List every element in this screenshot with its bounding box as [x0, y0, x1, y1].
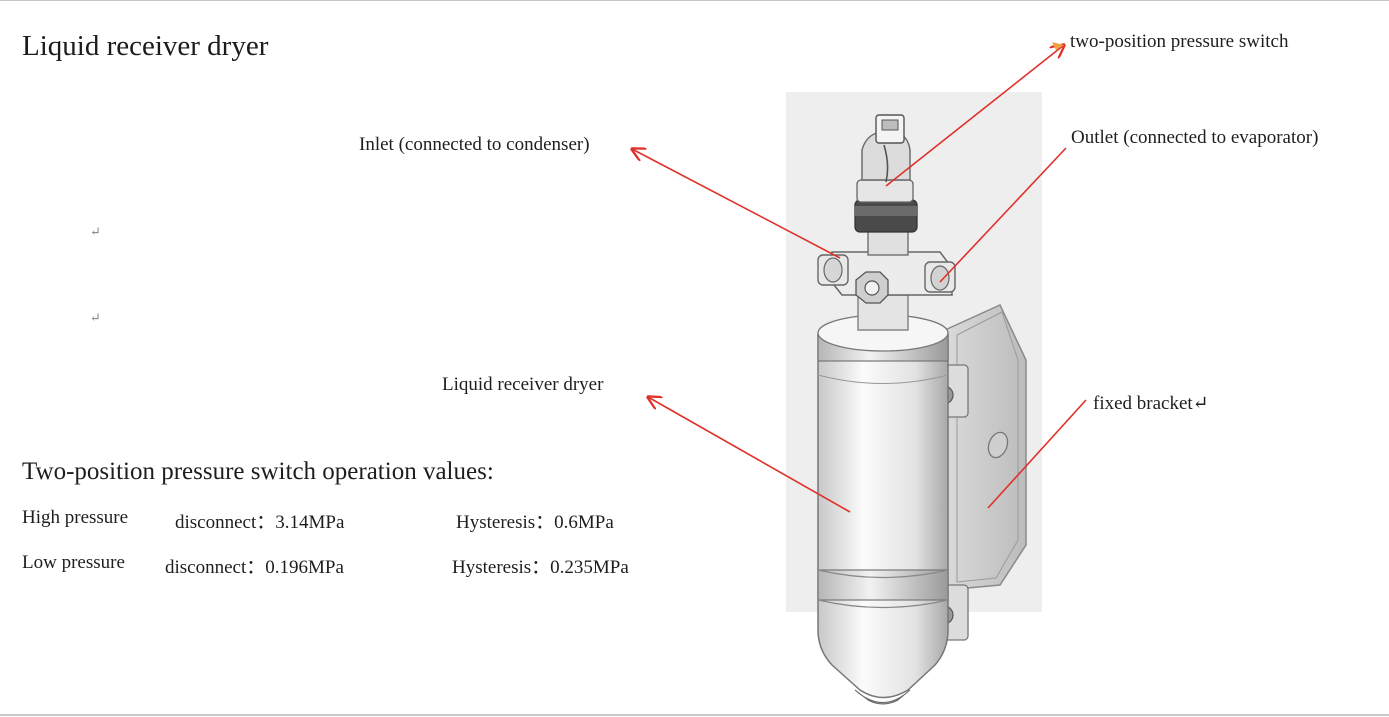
top-border	[0, 0, 1389, 1]
valve-block	[817, 251, 956, 331]
operation-values-heading: Two-position pressure switch operation v…	[22, 458, 494, 485]
callout-inlet: Inlet (connected to condenser)	[359, 134, 590, 155]
arrow-outlet	[939, 147, 1067, 283]
bottom-border	[0, 714, 1389, 716]
arrow-bracket	[987, 399, 1087, 509]
callout-receiver-dryer: Liquid receiver dryer	[442, 374, 604, 395]
low-pressure-hysteresis: Hysteresis：0.235MPa	[452, 557, 629, 578]
high-pressure-row: High pressure disconnect：3.14MPa Hystere…	[22, 507, 722, 533]
high-pressure-label: High pressure	[22, 507, 129, 528]
low-pressure-disconnect: disconnect：0.196MPa	[165, 557, 344, 578]
paragraph-mark: ↵	[90, 224, 101, 239]
arrow-receiver-dryer	[648, 397, 851, 513]
page-title: Liquid receiver dryer	[22, 30, 269, 62]
callout-arrows	[632, 45, 1087, 513]
paragraph-mark: ↵	[90, 310, 101, 325]
arrow-inlet	[632, 149, 841, 259]
arrow-pressure-switch	[885, 45, 1064, 187]
pressure-switch-shape	[854, 114, 918, 256]
low-pressure-label: Low pressure	[22, 552, 125, 573]
high-pressure-hysteresis: Hysteresis：0.6MPa	[456, 512, 614, 533]
callout-pressure-switch: two-position pressure switch	[1070, 31, 1289, 52]
high-pressure-disconnect: disconnect：3.14MPa	[175, 512, 345, 533]
callout-outlet: Outlet (connected to evaporator)	[1071, 127, 1319, 148]
low-pressure-row: Low pressure disconnect：0.196MPa Hystere…	[22, 552, 722, 578]
arrow-tip-marker	[1052, 42, 1064, 50]
dryer-cylinder	[817, 314, 949, 705]
callout-fixed-bracket: fixed bracket↵	[1093, 393, 1209, 414]
